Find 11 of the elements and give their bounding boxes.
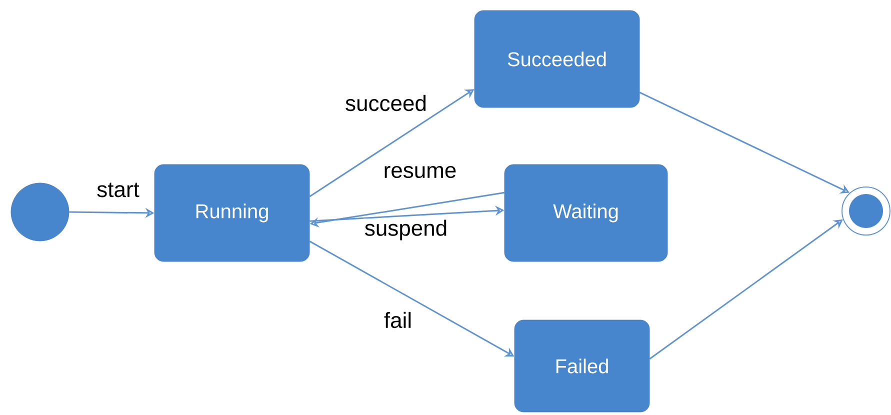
state-box: Failed xyxy=(514,320,650,412)
edge-label: succeed xyxy=(344,94,428,112)
edge-label: resume xyxy=(382,164,458,180)
state-box: Succeeded xyxy=(474,10,640,108)
final-state-circle xyxy=(842,186,891,236)
edge-label: suspend xyxy=(363,218,449,242)
initial-state-circle xyxy=(10,182,70,242)
state-box: Waiting xyxy=(504,164,668,262)
state-box: Running xyxy=(154,164,310,262)
edge-label: fail xyxy=(382,310,414,330)
edge-label: start xyxy=(96,182,140,198)
